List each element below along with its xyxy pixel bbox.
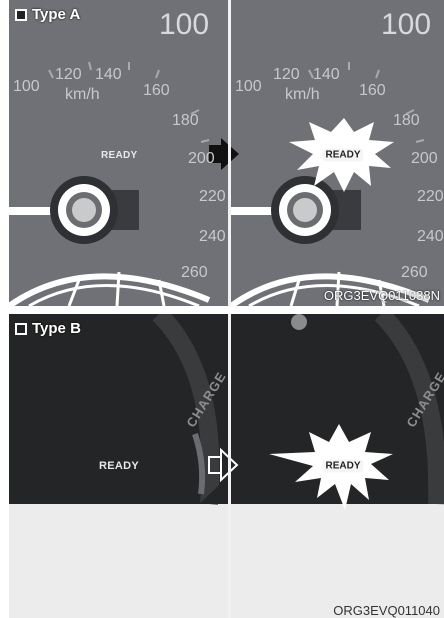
speed-label: 180 xyxy=(172,112,199,129)
speed-label: 160 xyxy=(143,82,170,99)
gauge-needle-left xyxy=(9,207,79,215)
ready-indicator-on: READY xyxy=(322,148,364,162)
speed-label: 220 xyxy=(417,188,444,205)
speed-label: 140 xyxy=(313,66,340,83)
figure-code: ORG3EVQ011038N xyxy=(323,288,440,303)
speed-label: 100 xyxy=(13,78,40,95)
speed-label: 240 xyxy=(417,228,444,245)
ready-indicator-off: READY xyxy=(101,150,138,161)
speed-label: 200 xyxy=(411,150,438,167)
divider xyxy=(228,314,231,618)
speed-unit: km/h xyxy=(285,86,320,103)
speed-label: 200 xyxy=(188,150,215,167)
speed-label: 260 xyxy=(181,264,208,281)
speed-label-top: 100 xyxy=(159,8,210,41)
speed-label: 100 xyxy=(235,78,262,95)
figure-code: ORG3EVQ011040 xyxy=(333,603,440,618)
type-b-text: Type B xyxy=(32,320,81,337)
checkbox-square-icon xyxy=(15,8,27,21)
ready-indicator-off: READY xyxy=(99,460,140,472)
speed-label: 120 xyxy=(55,66,82,83)
ready-indicator-on: READY xyxy=(322,459,364,473)
speed-unit: km/h xyxy=(65,86,100,103)
type-a-label: Type A xyxy=(15,6,80,23)
light-area xyxy=(9,504,444,618)
gauge-needle-right xyxy=(231,207,301,215)
speed-label: 260 xyxy=(401,264,428,281)
speed-label: 140 xyxy=(95,66,122,83)
gauge-illustration-a xyxy=(9,61,431,306)
speed-label: 220 xyxy=(199,188,226,205)
panel-type-b: Type B CHARGE CHARGE READY READY ORG3EVQ… xyxy=(9,314,444,618)
checkbox-square-icon xyxy=(15,322,27,335)
cluster-illustration-b xyxy=(152,314,444,510)
speed-label-top: 100 xyxy=(381,8,432,41)
speed-label: 240 xyxy=(199,228,226,245)
divider xyxy=(228,0,231,306)
type-b-label: Type B xyxy=(15,320,81,337)
speed-label: 180 xyxy=(393,112,420,129)
panel-type-a: Type A 100 120 140 160 180 200 220 240 2… xyxy=(9,0,444,306)
speed-label: 160 xyxy=(359,82,386,99)
speed-label: 120 xyxy=(273,66,300,83)
type-a-text: Type A xyxy=(32,6,81,23)
